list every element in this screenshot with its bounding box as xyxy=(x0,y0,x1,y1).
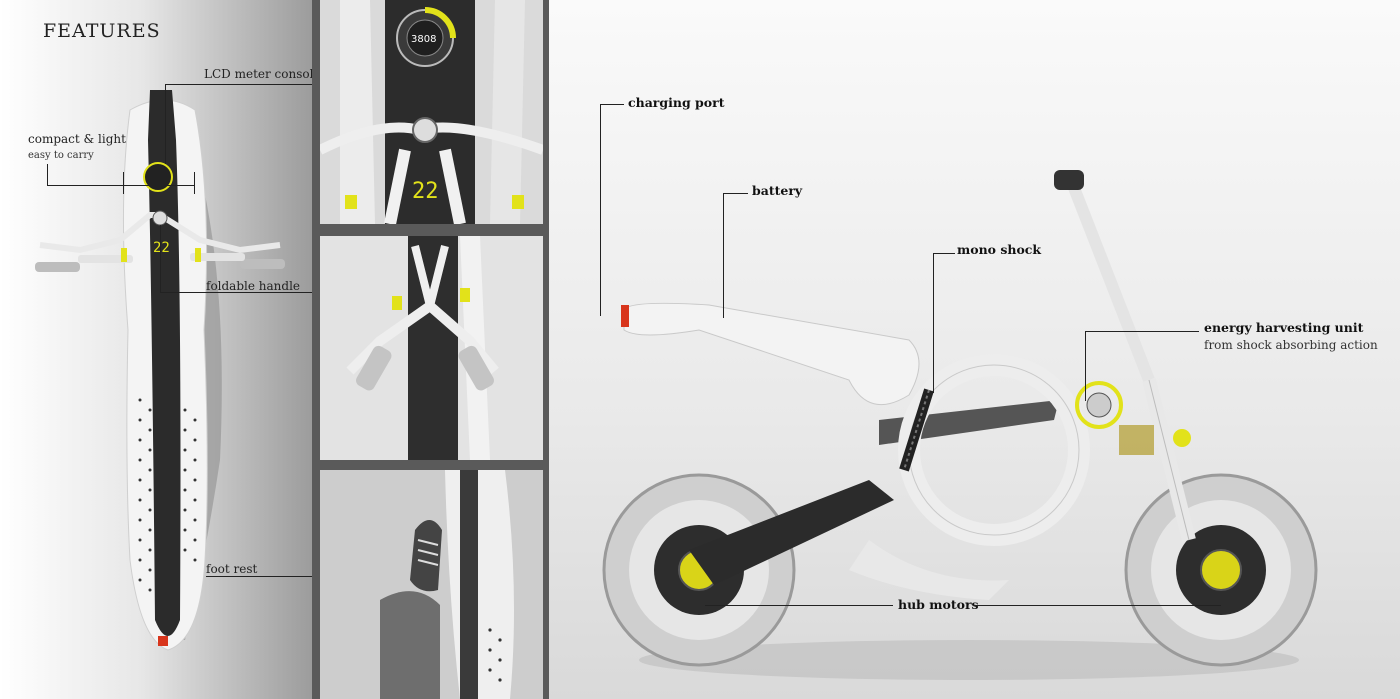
side-view-bike-illustration xyxy=(602,170,1318,680)
detail-image-folded-handle xyxy=(320,236,543,460)
top-view-scooter-illustration: 22 xyxy=(35,90,285,651)
label-mono-shock: mono shock xyxy=(957,242,1042,257)
label-easy-to-carry: easy to carry xyxy=(28,150,94,161)
detail-image-foot-rest xyxy=(320,470,543,699)
detail-image-lcd: 3808 22 xyxy=(320,0,543,224)
label-lcd-meter-console: LCD meter console xyxy=(204,67,321,81)
label-energy-harvesting-sub: from shock absorbing action xyxy=(1204,338,1378,352)
label-foldable-handle: foldable handle xyxy=(206,279,301,293)
top-view-panel: 22 xyxy=(0,0,312,699)
label-energy-harvesting-unit: energy harvesting unit xyxy=(1204,320,1364,335)
side-view-panel xyxy=(549,0,1400,699)
label-foot-rest: foot rest xyxy=(206,562,258,576)
label-charging-port: charging port xyxy=(628,95,725,110)
label-hub-motors: hub motors xyxy=(898,597,979,612)
deck-display-digits: 22 xyxy=(153,240,170,256)
leader-lcd xyxy=(165,84,320,85)
features-title: FEATURES xyxy=(43,20,161,42)
label-compact-light: compact & light xyxy=(28,132,126,146)
label-battery: battery xyxy=(752,183,803,198)
meter-reading: 3808 xyxy=(411,34,436,45)
console-digits: 22 xyxy=(412,179,439,204)
